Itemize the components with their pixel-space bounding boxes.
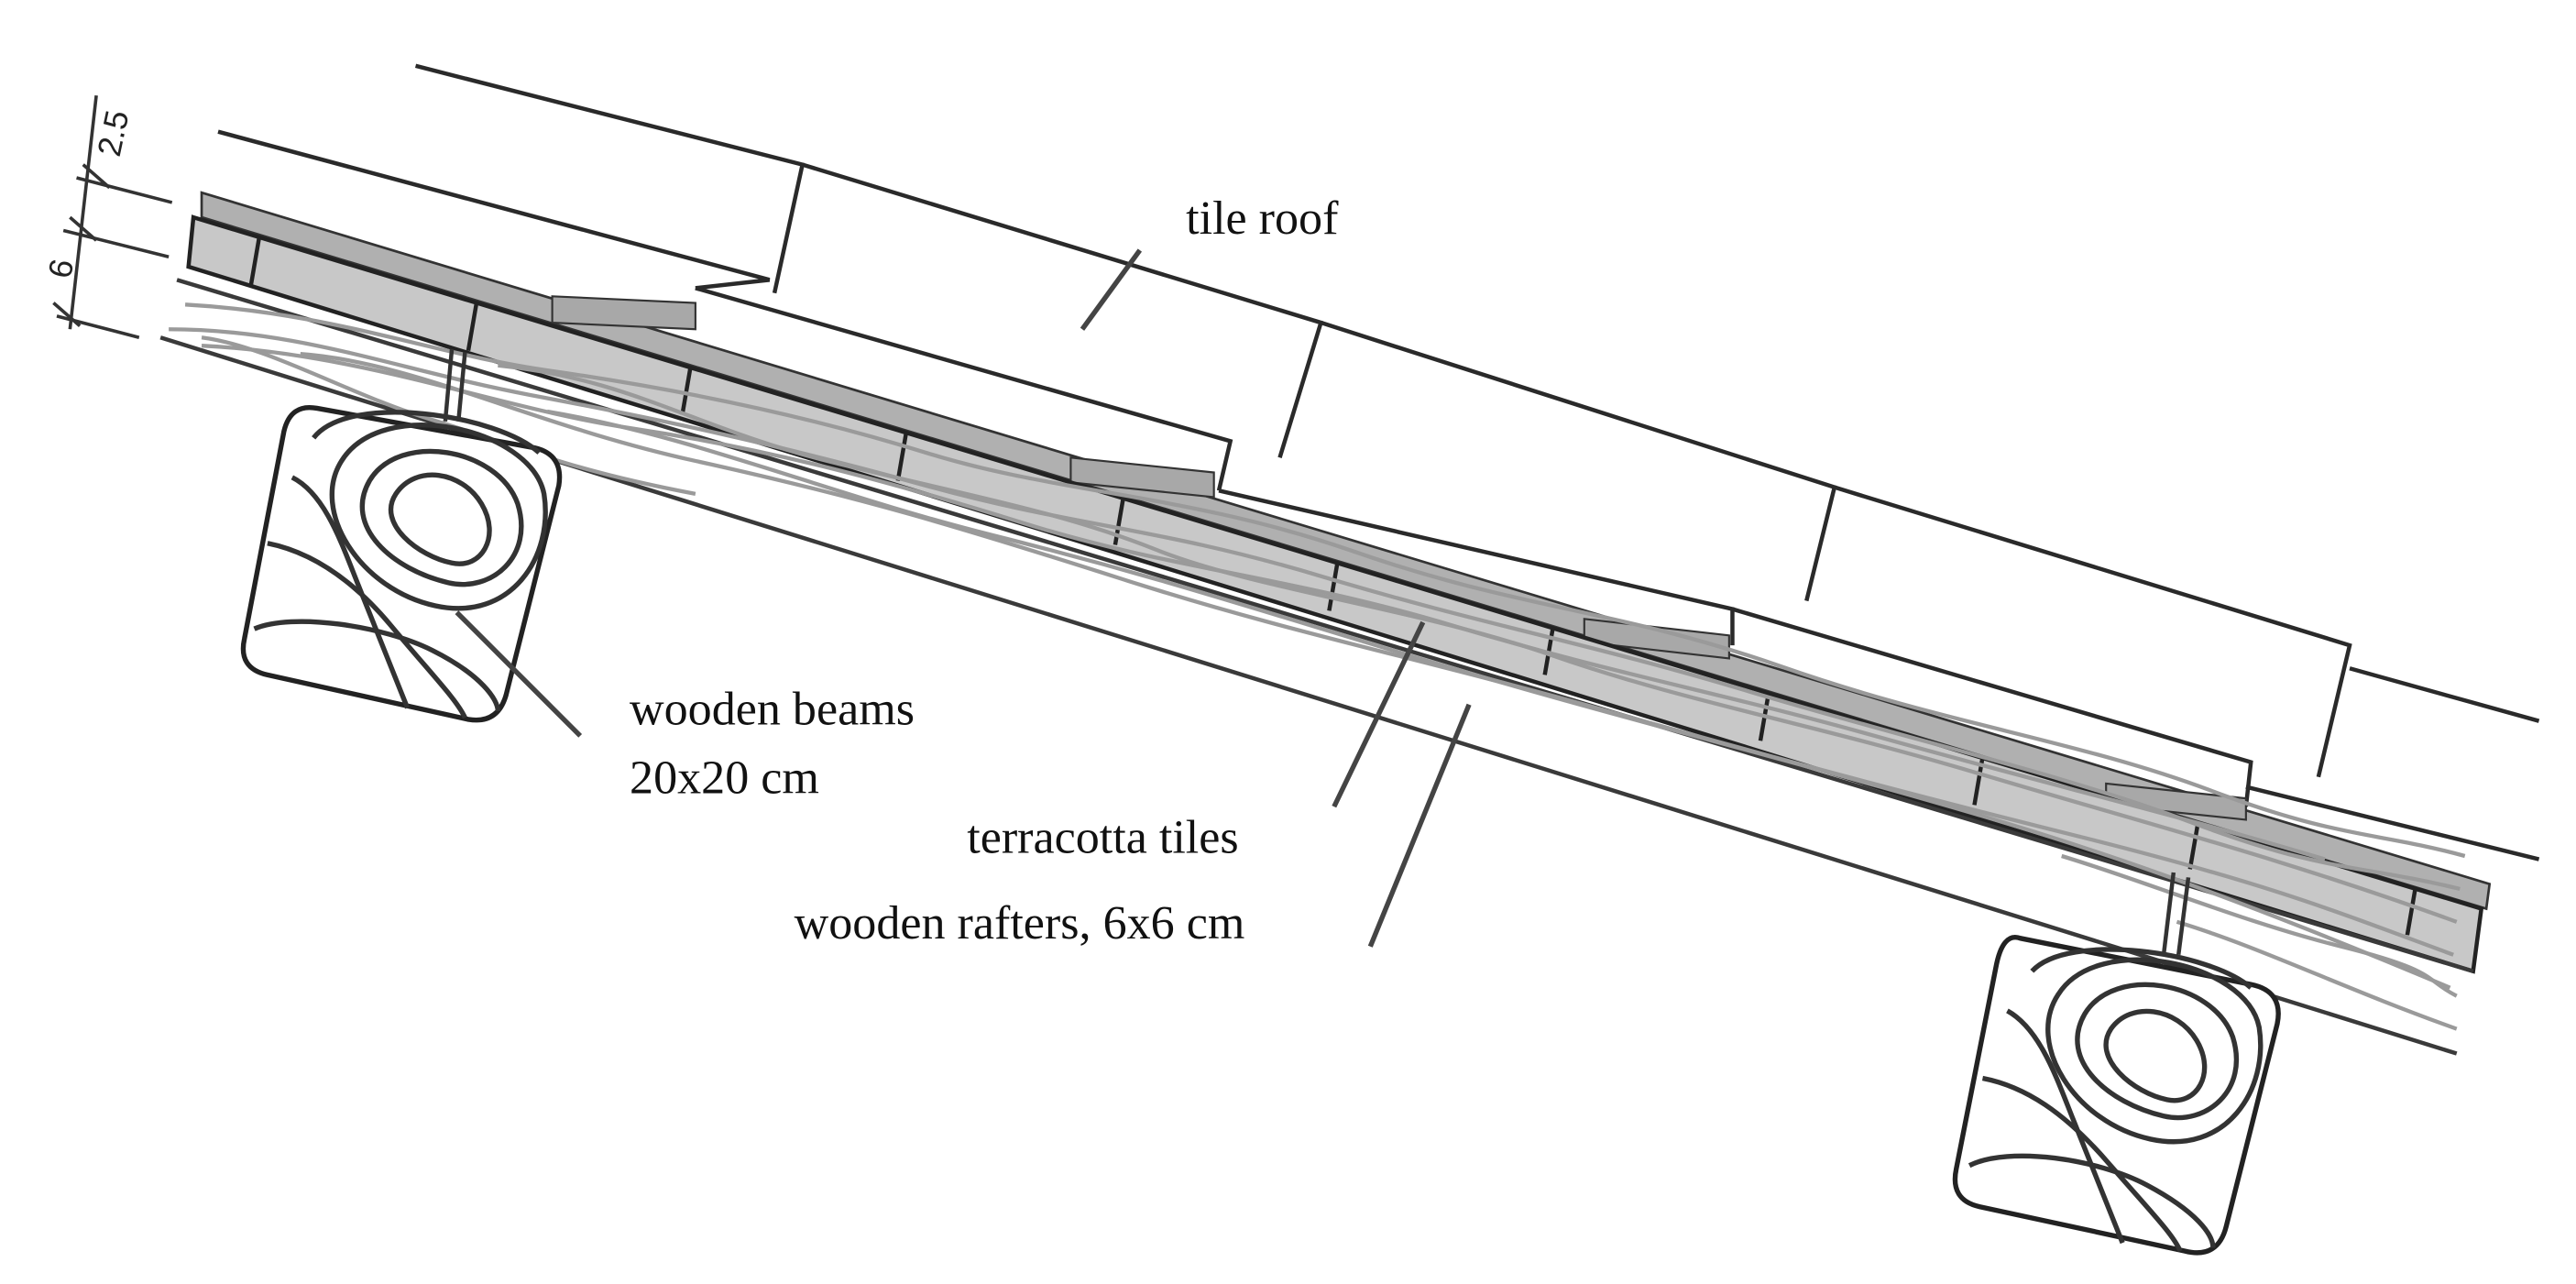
dimension-marks: 2.5 6 xyxy=(40,94,173,339)
roof-tiles xyxy=(217,63,2540,861)
dimension-bottom: 6 xyxy=(40,256,81,281)
label-wooden-beams: wooden beams xyxy=(630,683,915,735)
label-wooden-rafters: wooden rafters, 6x6 cm xyxy=(795,897,1245,949)
beam-connector-left xyxy=(443,348,467,423)
label-terracotta-tiles: terracotta tiles xyxy=(967,811,1238,863)
leader-lines xyxy=(455,248,1472,948)
wooden-beam-left xyxy=(240,404,563,723)
label-wooden-beams-size: 20x20 cm xyxy=(630,752,819,805)
label-tile-roof: tile roof xyxy=(1186,192,1339,245)
beam-connector-right xyxy=(2161,872,2191,956)
wooden-beam-right xyxy=(1952,935,2281,1256)
dimension-top: 2.5 xyxy=(90,107,136,159)
